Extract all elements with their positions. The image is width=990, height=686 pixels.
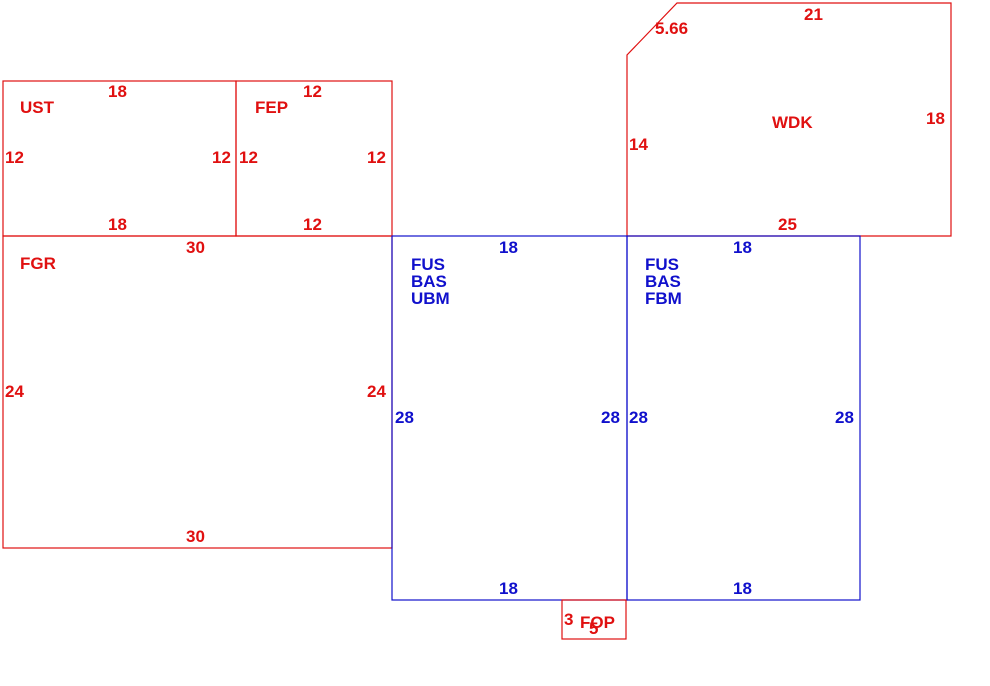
fgr-outline: [2, 235, 393, 549]
fus-ubm-dim-right: 28: [601, 408, 620, 427]
fgr-dim-bottom: 30: [186, 527, 205, 546]
fus-fbm-area: FUS BAS FBM 18 18 28 28: [626, 235, 861, 601]
fus-ubm-area: FUS BAS UBM 18 18 28 28: [391, 235, 628, 601]
wdk-dim-left: 14: [629, 135, 648, 154]
fgr-dim-left: 24: [5, 382, 24, 401]
ust-dim-right: 12: [212, 148, 231, 167]
wdk-area: WDK 21 5.66 14 18 25: [626, 2, 952, 237]
fep-code: FEP: [255, 98, 288, 117]
fus-fbm-dim-right: 28: [835, 408, 854, 427]
fop-dim-left: 3: [564, 610, 573, 629]
wdk-code: WDK: [772, 113, 813, 132]
fop-dim-bottom: 5: [589, 619, 598, 638]
fop-outline: [561, 599, 627, 640]
ust-dim-bottom: 18: [108, 215, 127, 234]
fus-ubm-code-2: BAS: [411, 272, 447, 291]
fgr-code: FGR: [20, 254, 56, 273]
fgr-area: FGR 30 30 24 24: [2, 235, 393, 549]
fgr-dim-right: 24: [367, 382, 386, 401]
ust-dim-left: 12: [5, 148, 24, 167]
fgr-dim-top: 30: [186, 238, 205, 257]
fep-dim-left: 12: [239, 148, 258, 167]
ust-code: UST: [20, 98, 55, 117]
fus-ubm-dim-bottom: 18: [499, 579, 518, 598]
fep-dim-right: 12: [367, 148, 386, 167]
fus-ubm-dim-left: 28: [395, 408, 414, 427]
ust-area: UST 18 18 12 12: [2, 80, 237, 237]
fus-fbm-code-1: FUS: [645, 255, 679, 274]
fop-area: FOP 3 5: [561, 599, 627, 640]
fop-code: FOP: [580, 613, 615, 632]
fus-fbm-code-2: BAS: [645, 272, 681, 291]
fus-ubm-code-1: FUS: [411, 255, 445, 274]
wdk-dim-right: 18: [926, 109, 945, 128]
wdk-dim-top: 21: [804, 5, 823, 24]
wdk-dim-corner: 5.66: [655, 19, 688, 38]
wdk-dim-bottom: 25: [778, 215, 797, 234]
wdk-outline: [626, 2, 952, 237]
fep-dim-top: 12: [303, 82, 322, 101]
fep-dim-bottom: 12: [303, 215, 322, 234]
fus-fbm-dim-top: 18: [733, 238, 752, 257]
fus-ubm-dim-top: 18: [499, 238, 518, 257]
ust-dim-top: 18: [108, 82, 127, 101]
fus-fbm-outline: [626, 235, 861, 601]
fus-fbm-dim-left: 28: [629, 408, 648, 427]
fus-fbm-dim-bottom: 18: [733, 579, 752, 598]
fus-ubm-code-3: UBM: [411, 289, 450, 308]
fus-fbm-code-3: FBM: [645, 289, 682, 308]
fep-area: FEP 12 12 12 12: [235, 80, 393, 237]
